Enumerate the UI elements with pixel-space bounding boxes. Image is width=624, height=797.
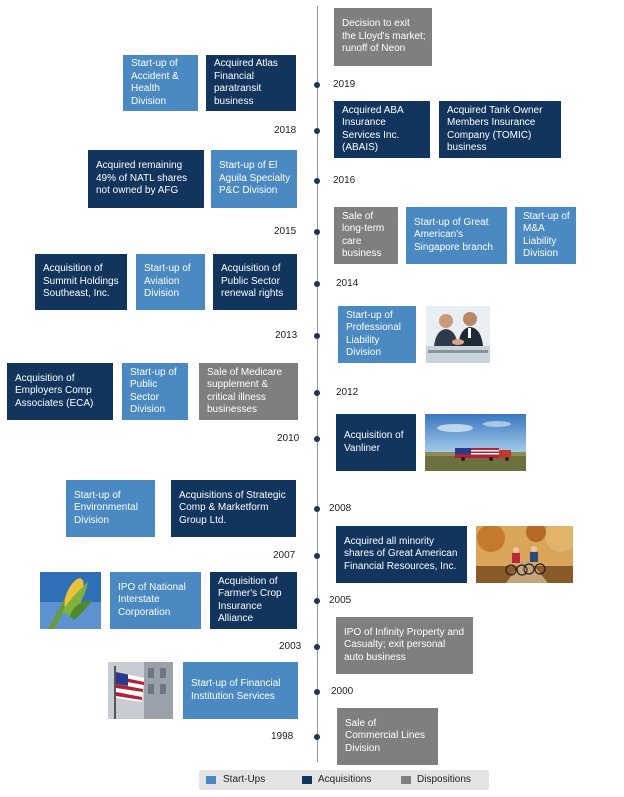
event-abais: Acquired ABA Insurance Services Inc. (AB… bbox=[334, 101, 430, 158]
timeline-dot-2014 bbox=[314, 281, 320, 287]
event-farmers-crop: Acquisition of Farmer's Crop Insurance A… bbox=[210, 572, 297, 629]
event-lloyds-exit: Decision to exit the Lloyd's market; run… bbox=[334, 8, 432, 66]
year-label-2015: 2015 bbox=[274, 226, 297, 237]
year-label-2019: 2019 bbox=[333, 79, 356, 90]
couple-biking-photo bbox=[476, 526, 573, 583]
event-strategic-comp: Acquisitions of Strategic Comp & Marketf… bbox=[171, 480, 296, 537]
event-public-sector-division: Start-up of Public Sector Division bbox=[122, 363, 188, 420]
timeline-dot-2003 bbox=[314, 644, 320, 650]
timeline-dot-2007 bbox=[314, 553, 320, 559]
timeline-dot-2012 bbox=[314, 390, 320, 396]
year-label-2008: 2008 bbox=[329, 503, 352, 514]
timeline-dot-2015 bbox=[314, 229, 320, 235]
timeline-dot-2010 bbox=[314, 436, 320, 442]
timeline-dot-2018 bbox=[314, 128, 320, 134]
event-m-and-a-liability: Start-up of M&A Liability Division bbox=[515, 207, 576, 264]
timeline-dot-2005 bbox=[314, 598, 320, 604]
event-infinity-ipo: IPO of Infinity Property and Casualty; e… bbox=[336, 617, 473, 674]
event-public-sector-renewal: Acquisition of Public Sector renewal rig… bbox=[213, 254, 297, 310]
event-environmental: Start-up of Environmental Division bbox=[66, 480, 155, 537]
legend-swatch-acquisitions bbox=[302, 776, 312, 784]
legend-swatch-dispositions bbox=[401, 776, 411, 784]
event-accident-health: Start-up of Accident & Health Division bbox=[123, 55, 198, 111]
year-label-2014: 2014 bbox=[336, 278, 359, 289]
event-el-aguila: Start-up of El Aguila Specialty P&C Divi… bbox=[211, 150, 297, 208]
timeline-dot-2019 bbox=[314, 82, 320, 88]
truck-photo bbox=[425, 414, 526, 471]
legend-swatch-startups bbox=[206, 776, 216, 784]
event-nic-ipo: IPO of National Interstate Corporation bbox=[110, 572, 201, 629]
event-natl-shares: Acquired remaining 49% of NATL shares no… bbox=[88, 150, 204, 208]
event-atlas-financial: Acquired Atlas Financial paratransit bus… bbox=[206, 55, 296, 111]
event-eca: Acquisition of Employers Comp Associates… bbox=[7, 363, 113, 420]
flag-photo bbox=[108, 662, 173, 719]
year-label-2003: 2003 bbox=[279, 641, 302, 652]
year-label-2007: 2007 bbox=[273, 550, 296, 561]
year-label-1998: 1998 bbox=[271, 731, 294, 742]
year-label-2010: 2010 bbox=[277, 433, 300, 444]
year-label-2012: 2012 bbox=[336, 387, 359, 398]
timeline-dot-2008 bbox=[314, 506, 320, 512]
legend: Start-Ups Acquisitions Dispositions bbox=[199, 770, 489, 790]
timeline-dot-2013 bbox=[314, 333, 320, 339]
event-tomic: Acquired Tank Owner Members Insurance Co… bbox=[439, 101, 561, 158]
event-financial-institution: Start-up of Financial Institution Servic… bbox=[183, 662, 298, 719]
event-commercial-lines-sale: Sale of Commercial Lines Division bbox=[337, 708, 438, 765]
year-label-2005: 2005 bbox=[329, 595, 352, 606]
event-professional-liability: Start-up of Professional Liability Divis… bbox=[338, 306, 416, 363]
timeline-axis bbox=[317, 6, 318, 762]
legend-label-acquisitions: Acquisitions bbox=[318, 774, 372, 785]
legend-label-dispositions: Dispositions bbox=[417, 774, 471, 785]
event-aviation: Start-up of Aviation Division bbox=[136, 254, 205, 310]
handshake-photo bbox=[426, 306, 490, 363]
event-gafri: Acquired all minority shares of Great Am… bbox=[336, 526, 467, 583]
year-label-2016: 2016 bbox=[333, 175, 356, 186]
timeline-dot-2000 bbox=[314, 689, 320, 695]
year-label-2013: 2013 bbox=[275, 330, 298, 341]
event-summit-holdings: Acquisition of Summit Holdings Southeast… bbox=[35, 254, 127, 310]
corn-photo bbox=[40, 572, 101, 629]
year-label-2000: 2000 bbox=[331, 686, 354, 697]
timeline-dot-2016 bbox=[314, 178, 320, 184]
event-singapore-branch: Start-up of Great American's Singapore b… bbox=[406, 207, 507, 264]
legend-label-startups: Start-Ups bbox=[223, 774, 266, 785]
year-label-2018: 2018 bbox=[274, 125, 297, 136]
event-medicare-sale: Sale of Medicare supplement & critical i… bbox=[199, 363, 298, 420]
event-long-term-care: Sale of long-term care business bbox=[334, 207, 398, 264]
event-vanliner: Acquisition of Vanliner bbox=[336, 414, 416, 471]
timeline-dot-1998 bbox=[314, 734, 320, 740]
